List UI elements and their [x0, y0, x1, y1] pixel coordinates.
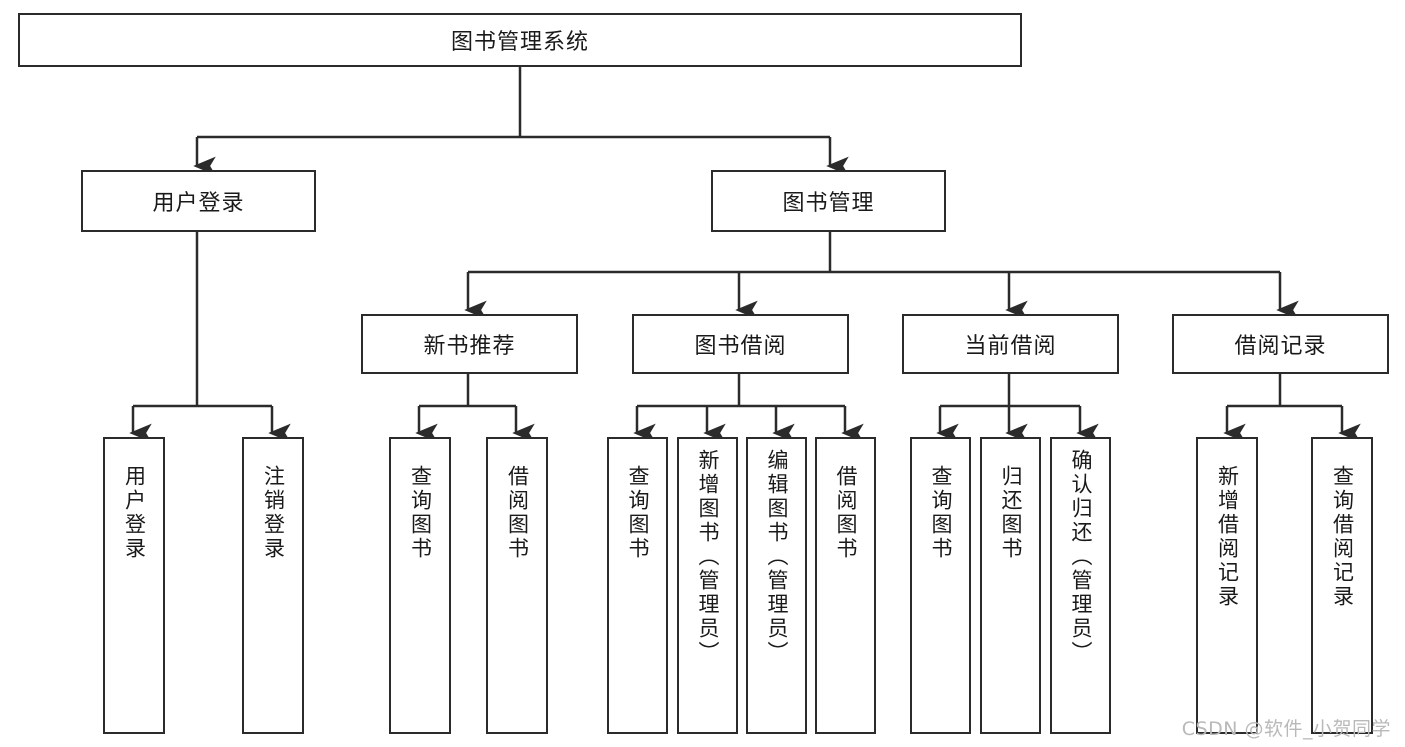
node-leaf-borrow-book-1[interactable]: 借阅图书: [486, 437, 548, 734]
node-leaf-query-record-label: 查询借阅记录: [1330, 465, 1355, 609]
node-leaf-query-record[interactable]: 查询借阅记录: [1311, 437, 1373, 734]
node-leaf-edit-book-label: 编辑图书（管理员）: [765, 449, 789, 665]
node-book-borrow-label: 图书借阅: [694, 334, 787, 359]
node-leaf-user-login[interactable]: 用户登录: [103, 437, 165, 734]
node-leaf-borrow-book-1-label: 借阅图书: [505, 465, 530, 561]
node-leaf-query-book-1[interactable]: 查询图书: [389, 437, 451, 734]
node-current-borrow-label: 当前借阅: [964, 334, 1057, 359]
node-book-borrow[interactable]: 图书借阅: [632, 314, 849, 374]
node-user-login[interactable]: 用户登录: [81, 170, 316, 232]
node-leaf-confirm-return-label: 确认归还（管理员）: [1069, 449, 1093, 665]
node-leaf-borrow-book-2[interactable]: 借阅图书: [815, 437, 876, 734]
node-leaf-add-book-label: 新增图书（管理员）: [696, 449, 720, 665]
node-new-book-recommend[interactable]: 新书推荐: [361, 314, 578, 374]
node-leaf-logout-login[interactable]: 注销登录: [242, 437, 304, 734]
node-leaf-query-book-3[interactable]: 查询图书: [910, 437, 971, 734]
node-leaf-add-record-label: 新增借阅记录: [1215, 465, 1240, 609]
node-leaf-query-book-2-label: 查询图书: [626, 465, 650, 561]
node-leaf-query-book-2[interactable]: 查询图书: [607, 437, 668, 734]
node-leaf-add-book[interactable]: 新增图书（管理员）: [677, 437, 738, 734]
node-borrow-record-label: 借阅记录: [1234, 334, 1327, 359]
node-user-login-label: 用户登录: [152, 191, 245, 216]
node-leaf-borrow-book-2-label: 借阅图书: [834, 465, 858, 561]
node-current-borrow[interactable]: 当前借阅: [902, 314, 1119, 374]
node-leaf-logout-login-label: 注销登录: [261, 465, 286, 561]
node-leaf-add-record[interactable]: 新增借阅记录: [1196, 437, 1258, 734]
node-leaf-query-book-3-label: 查询图书: [929, 465, 953, 561]
node-leaf-return-book[interactable]: 归还图书: [980, 437, 1041, 734]
node-leaf-return-book-label: 归还图书: [999, 465, 1023, 561]
node-leaf-query-book-1-label: 查询图书: [408, 465, 433, 561]
node-leaf-user-login-label: 用户登录: [122, 465, 147, 561]
node-book-manage[interactable]: 图书管理: [711, 170, 946, 232]
node-root[interactable]: 图书管理系统: [18, 13, 1022, 67]
csdn-watermark: CSDN @软件_小贺同学: [1181, 718, 1391, 740]
node-leaf-edit-book[interactable]: 编辑图书（管理员）: [746, 437, 807, 734]
node-borrow-record[interactable]: 借阅记录: [1172, 314, 1389, 374]
node-new-book-recommend-label: 新书推荐: [423, 334, 516, 359]
node-leaf-confirm-return[interactable]: 确认归还（管理员）: [1050, 437, 1111, 734]
node-root-label: 图书管理系统: [450, 30, 589, 55]
node-book-manage-label: 图书管理: [782, 191, 875, 216]
